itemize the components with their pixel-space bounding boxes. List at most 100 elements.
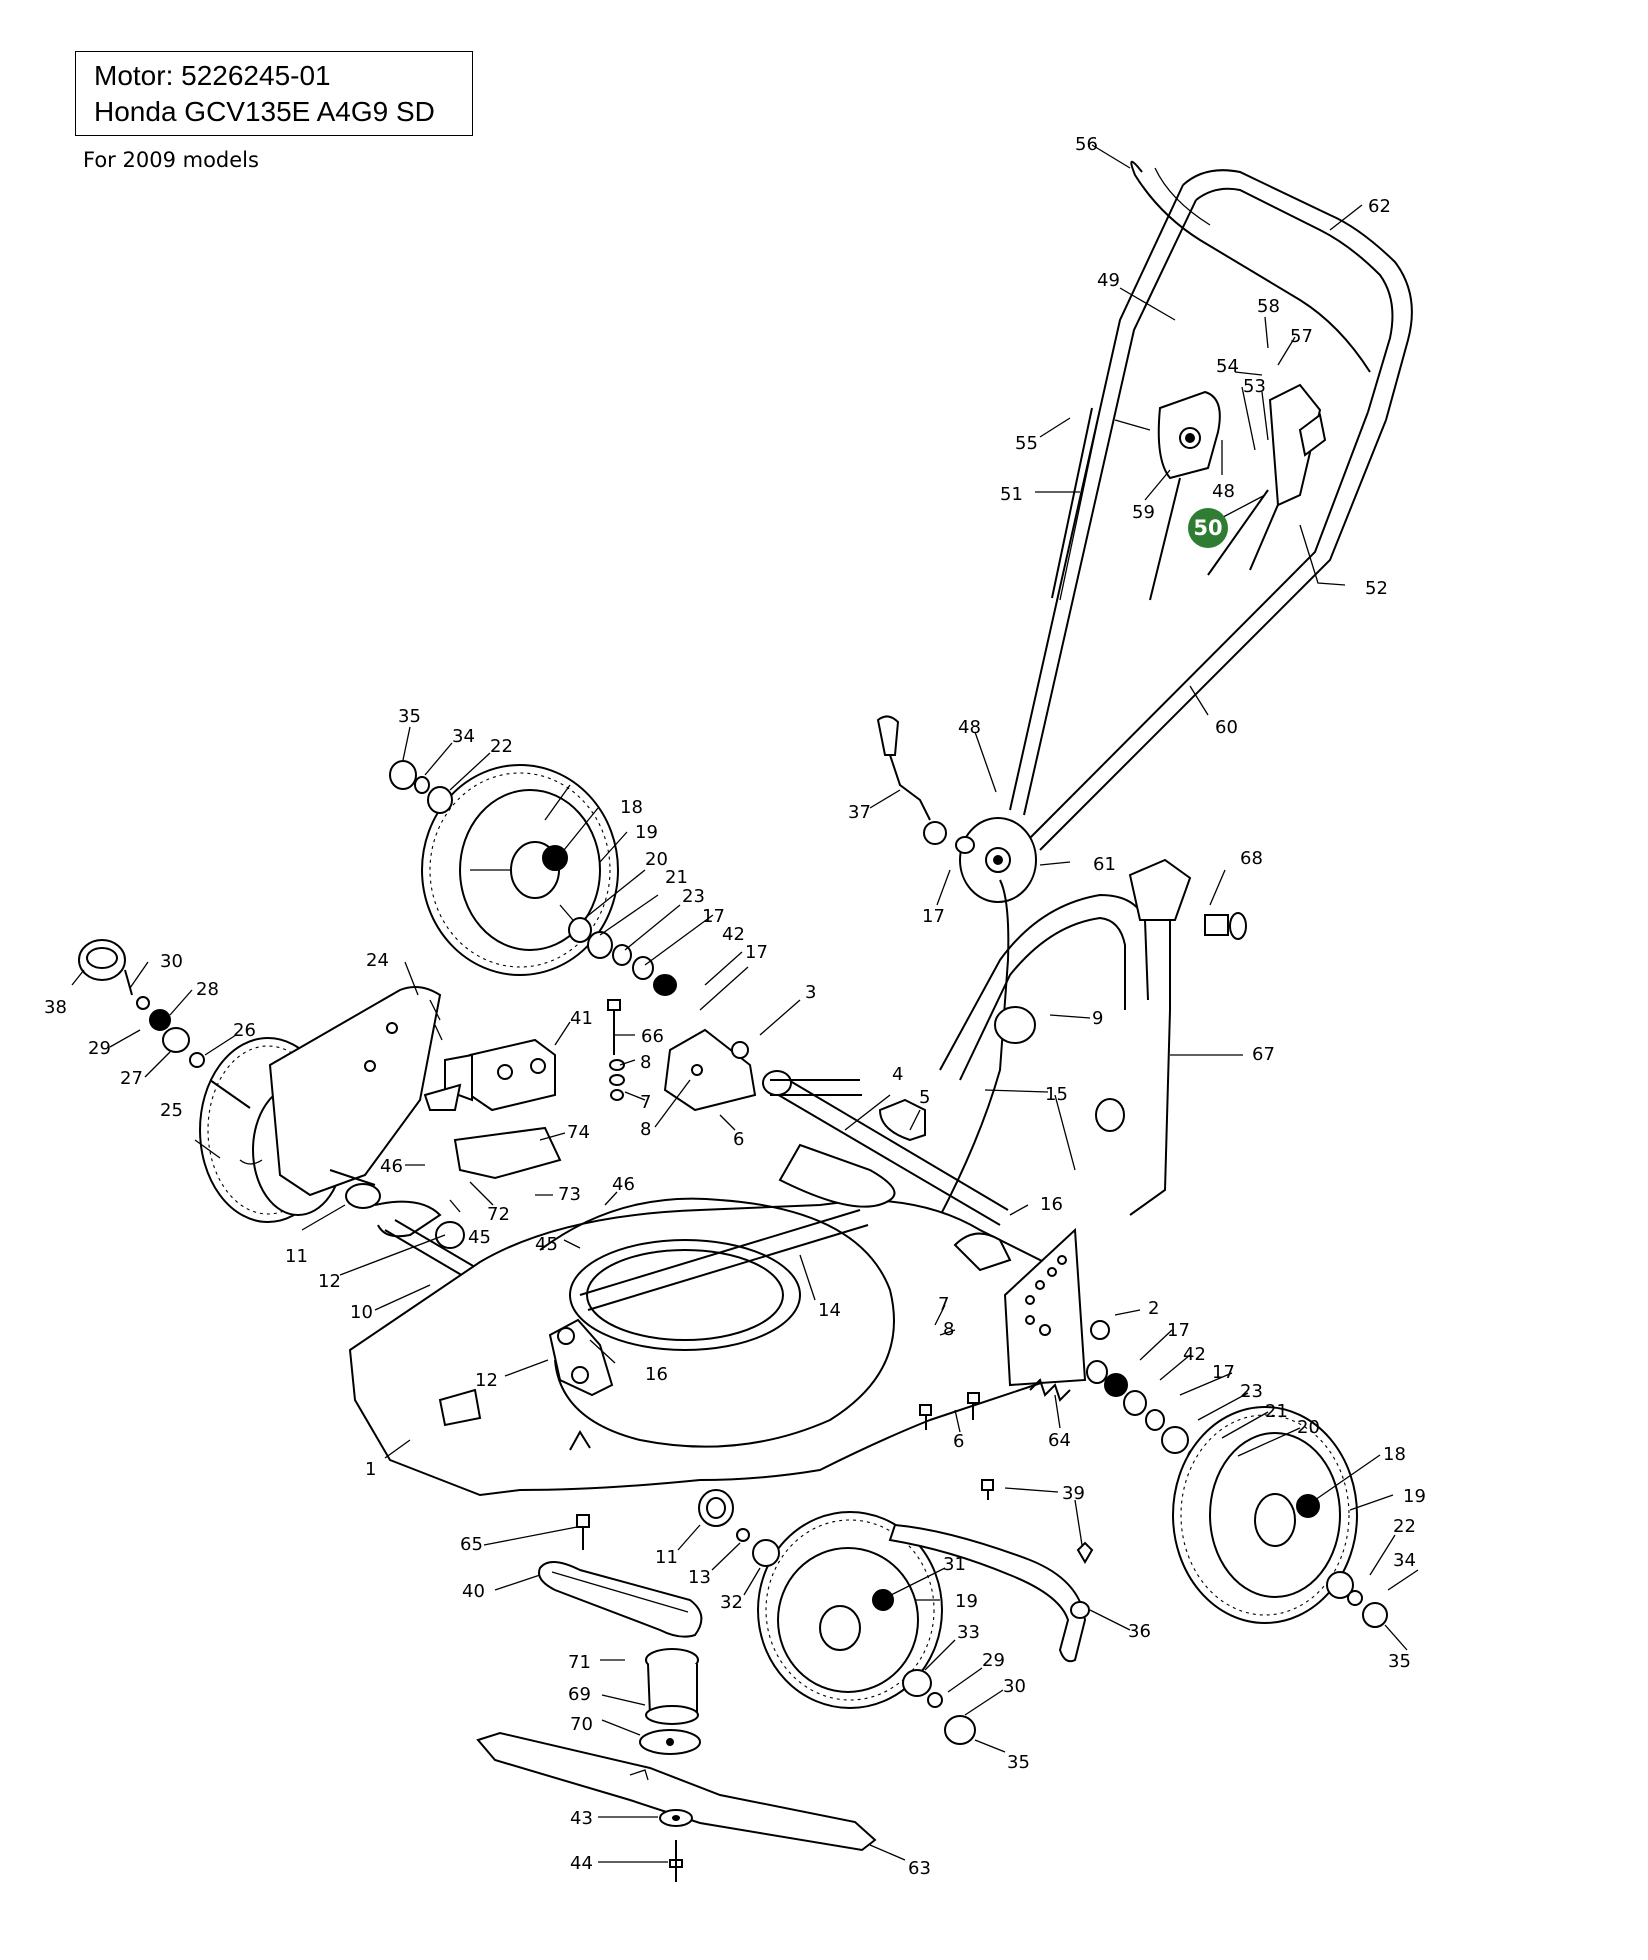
callout-36: 36 — [1128, 1621, 1151, 1642]
callout-5: 5 — [919, 1087, 930, 1108]
callout-8-upper: 8 — [640, 1052, 651, 1073]
height-adjust-lever — [876, 715, 975, 854]
callout-61: 61 — [1093, 854, 1116, 875]
rear-axle-bar-14 — [579, 1209, 869, 1311]
callout-37: 37 — [848, 802, 871, 823]
callout-38: 38 — [44, 997, 67, 1018]
callout-30-lower: 30 — [1003, 1676, 1026, 1697]
callout-69: 69 — [568, 1684, 591, 1705]
callout-53: 53 — [1243, 376, 1266, 397]
small-hardware-left — [124, 969, 251, 1109]
callout-31: 31 — [943, 1554, 966, 1575]
callout-29-lower: 29 — [982, 1650, 1005, 1671]
callout-59: 59 — [1132, 502, 1155, 523]
callout-12-lower: 12 — [475, 1370, 498, 1391]
callout-48-lower: 48 — [958, 717, 981, 738]
callout-20-upper: 20 — [645, 849, 668, 870]
upper-handle — [1009, 169, 1413, 851]
callout-49: 49 — [1097, 270, 1120, 291]
callout-19-lower: 19 — [955, 1591, 978, 1612]
callout-43: 43 — [570, 1808, 593, 1829]
callout-8-lower: 8 — [640, 1119, 651, 1140]
callout-35-lower: 35 — [1007, 1752, 1030, 1773]
callout-40: 40 — [462, 1581, 485, 1602]
callout-68: 68 — [1240, 848, 1263, 869]
callout-21-right: 21 — [1265, 1401, 1288, 1422]
callout-16-upper: 16 — [1040, 1194, 1063, 1215]
callout-8-right: 8 — [943, 1319, 954, 1340]
callout-6-upper: 6 — [733, 1129, 744, 1150]
axle-bearing-11b — [698, 1489, 780, 1567]
callout-12-upper: 12 — [318, 1271, 341, 1292]
rear-axle-bracket — [762, 1070, 1012, 1272]
engine-model: Honda GCV135E A4G9 SD — [94, 96, 435, 127]
callout-17-bracket: 17 — [745, 942, 768, 963]
pulley-69 — [639, 1648, 701, 1755]
mower-deck — [348, 1197, 1051, 1497]
deck-front-bracket — [548, 1318, 614, 1397]
rear-wheel-right — [1172, 1406, 1388, 1628]
callout-72: 72 — [487, 1204, 510, 1225]
bail-lever — [1130, 160, 1371, 373]
callout-28: 28 — [196, 979, 219, 1000]
callout-16-lower: 16 — [645, 1364, 668, 1385]
callout-4: 4 — [892, 1064, 903, 1085]
callout-2: 2 — [1148, 1298, 1159, 1319]
callout-46-center: 46 — [612, 1174, 635, 1195]
callout-27: 27 — [120, 1068, 143, 1089]
callout-22-upper: 22 — [490, 736, 513, 757]
model-year-note: For 2009 models — [83, 148, 259, 172]
callout-10: 10 — [350, 1302, 373, 1323]
callout-65: 65 — [460, 1534, 483, 1555]
bracket-arm-4 — [770, 1079, 896, 1208]
callout-6-lower: 6 — [953, 1431, 964, 1452]
bolt-39 — [981, 1479, 1094, 1564]
callout-32: 32 — [720, 1592, 743, 1613]
highlight-circle — [1188, 508, 1228, 548]
knob-parts — [994, 912, 1247, 1132]
callout-42-right: 42 — [1183, 1344, 1206, 1365]
callout-48-upper: 48 — [1212, 481, 1235, 502]
handle-pivot-disc — [959, 817, 1037, 903]
callout-73: 73 — [558, 1184, 581, 1205]
callout-35-upper: 35 — [398, 706, 421, 727]
callout-71: 71 — [568, 1652, 591, 1673]
callout-42-upper: 42 — [722, 924, 745, 945]
drive-belt-40 — [538, 1561, 703, 1638]
callout-34-right: 34 — [1393, 1550, 1416, 1571]
handle-bracket — [1268, 383, 1327, 507]
callout-25: 25 — [160, 1100, 183, 1121]
callout-18-right: 18 — [1383, 1444, 1406, 1465]
callout-7-upper: 7 — [640, 1092, 651, 1113]
callout-33: 33 — [957, 1622, 980, 1643]
blade-bolt — [659, 1809, 693, 1882]
handle-base — [937, 858, 1192, 1221]
bolts-6-right — [919, 1392, 980, 1430]
callout-63: 63 — [908, 1858, 931, 1879]
callout-56: 56 — [1075, 134, 1098, 155]
callout-62: 62 — [1368, 196, 1391, 217]
callout-67: 67 — [1252, 1044, 1275, 1065]
callout-45-center: 45 — [535, 1234, 558, 1255]
gearbox-cover-74 — [453, 1126, 562, 1180]
callout-17-upper: 17 — [702, 906, 725, 927]
callout-17-right-lower: 17 — [1212, 1362, 1235, 1383]
callout-35-right: 35 — [1388, 1651, 1411, 1672]
callout-52: 52 — [1365, 578, 1388, 599]
callout-7-lower: 7 — [938, 1294, 949, 1315]
motor-part-number: Motor: 5226245-01 — [94, 60, 331, 91]
bolt-66 — [607, 999, 625, 1101]
callout-14: 14 — [818, 1300, 841, 1321]
callout-11-lower: 11 — [655, 1547, 678, 1568]
callout-66: 66 — [641, 1026, 664, 1047]
callout-30-left: 30 — [160, 951, 183, 972]
callout-64: 64 — [1048, 1430, 1071, 1451]
callout-60: 60 — [1215, 717, 1238, 738]
callout-9: 9 — [1092, 1008, 1103, 1029]
callout-18-upper: 18 — [620, 797, 643, 818]
callout-58: 58 — [1257, 296, 1280, 317]
callout-1: 1 — [365, 1459, 376, 1480]
callout-23-right: 23 — [1240, 1381, 1263, 1402]
